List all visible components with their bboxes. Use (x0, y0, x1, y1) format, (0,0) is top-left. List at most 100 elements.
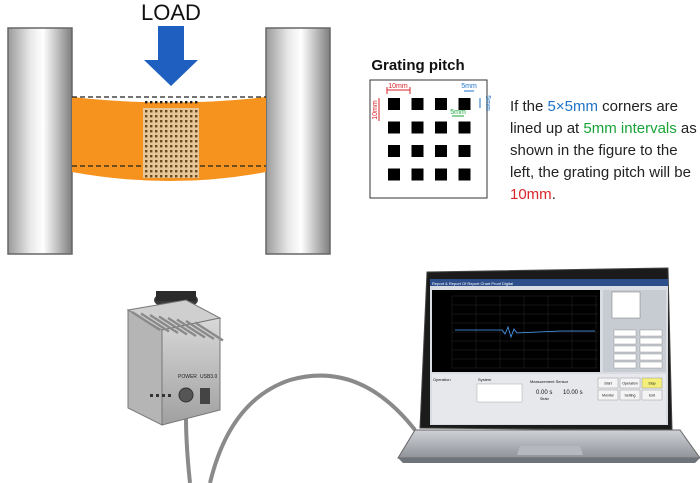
camera-laptop-illustration: POWER USB3.0 Report & Report Of Report C… (126, 267, 700, 483)
grating-dot (155, 120, 158, 123)
grating-dot (180, 135, 183, 138)
heat-fin (176, 318, 206, 339)
grating-dot (175, 150, 178, 153)
grating-patch (143, 108, 199, 178)
side-field (613, 361, 637, 369)
grating-dot (155, 145, 158, 148)
grating-square (435, 168, 447, 181)
power-label: POWER (178, 374, 197, 380)
grating-dot (190, 160, 193, 163)
grating-dot (165, 175, 168, 178)
grating-dot (170, 135, 173, 138)
dim-pitch-h: 10mm (388, 83, 408, 90)
software-button-label: Monitor (602, 394, 615, 398)
grating-dot (195, 130, 198, 133)
grating-dot (185, 165, 188, 168)
reading-1: 0.00 s (536, 390, 552, 396)
grating-dot (175, 130, 178, 133)
heat-fin (194, 321, 224, 342)
grating-dot (185, 175, 188, 178)
grating-dot (170, 170, 173, 173)
grating-dot (145, 125, 148, 128)
side-field (613, 345, 637, 353)
grating-dot (190, 155, 193, 158)
grating-dot (145, 130, 148, 133)
grating-dot (195, 175, 198, 178)
grating-dot (150, 140, 153, 143)
grating-dot (195, 135, 198, 138)
grating-dot (145, 175, 148, 178)
camera-led (156, 394, 159, 397)
grating-dot (165, 160, 168, 163)
pitch-text: 10mm (510, 186, 552, 203)
grating-dot (150, 145, 153, 148)
measurement-label: Measurement Sensor (530, 379, 569, 384)
grating-dot (185, 135, 188, 138)
right-pillar (265, 27, 331, 255)
grating-dot (145, 140, 148, 143)
software-button (597, 377, 619, 389)
grating-dot (185, 160, 188, 163)
grating-dot (150, 120, 153, 123)
grating-dot (145, 115, 148, 118)
grating-dot (190, 101, 193, 104)
grating-dot (160, 175, 163, 178)
grating-dot (155, 125, 158, 128)
grating-dot (170, 101, 173, 104)
grating-dot (195, 140, 198, 143)
grating-square (435, 121, 447, 134)
grating-dot (155, 130, 158, 133)
grating-dot (180, 120, 183, 123)
grating-dot (145, 170, 148, 173)
grating-dot (185, 150, 188, 153)
heat-fin (167, 316, 197, 338)
grating-dot (165, 110, 168, 113)
grating-dot (190, 140, 193, 143)
grating-dot (155, 155, 158, 158)
grating-dot (155, 140, 158, 143)
grating-dot (185, 140, 188, 143)
interval-text: 5mm intervals (583, 120, 677, 137)
grating-dot (170, 145, 173, 148)
grating-dot (190, 130, 193, 133)
grating-dot (175, 155, 178, 158)
grating-dot (160, 170, 163, 173)
grating-dot (175, 165, 178, 168)
square-size-text: 5×5mm (547, 98, 598, 115)
grating-dot (165, 165, 168, 168)
grating-square (435, 98, 447, 110)
grating-dot (175, 170, 178, 173)
grating-dot (185, 120, 188, 123)
grating-dot (145, 145, 148, 148)
grating-dot (165, 150, 168, 153)
grating-dot (190, 120, 193, 123)
side-field (639, 353, 663, 361)
grating-dot (175, 135, 178, 138)
grating-dot (150, 130, 153, 133)
grating-dot (175, 115, 178, 118)
grating-dot (150, 135, 153, 138)
grating-square (411, 145, 424, 157)
grating-dot (155, 165, 158, 168)
heat-fin (149, 313, 179, 335)
grating-dot (165, 145, 168, 148)
grating-dot (150, 165, 153, 168)
grating-dot (145, 155, 148, 158)
grating-dot (185, 125, 188, 128)
grating-dot (170, 125, 173, 128)
grating-dot (155, 170, 158, 173)
grating-dot (160, 160, 163, 163)
grating-dot (150, 155, 153, 158)
grating-dot (195, 125, 198, 128)
grating-pitch-figure: Grating pitch 10mm 10mm 5mm 5mm 5mm (369, 57, 491, 199)
dim-pitch-v: 10mm (372, 100, 379, 120)
graph-trace (455, 325, 595, 339)
heat-fin (185, 319, 215, 341)
grating-dot (175, 160, 178, 163)
grating-dot (180, 165, 183, 168)
software-button (641, 377, 663, 389)
side-field (639, 337, 663, 345)
grating-dot (150, 125, 153, 128)
grating-dot (180, 130, 183, 133)
grating-dot (150, 101, 153, 104)
